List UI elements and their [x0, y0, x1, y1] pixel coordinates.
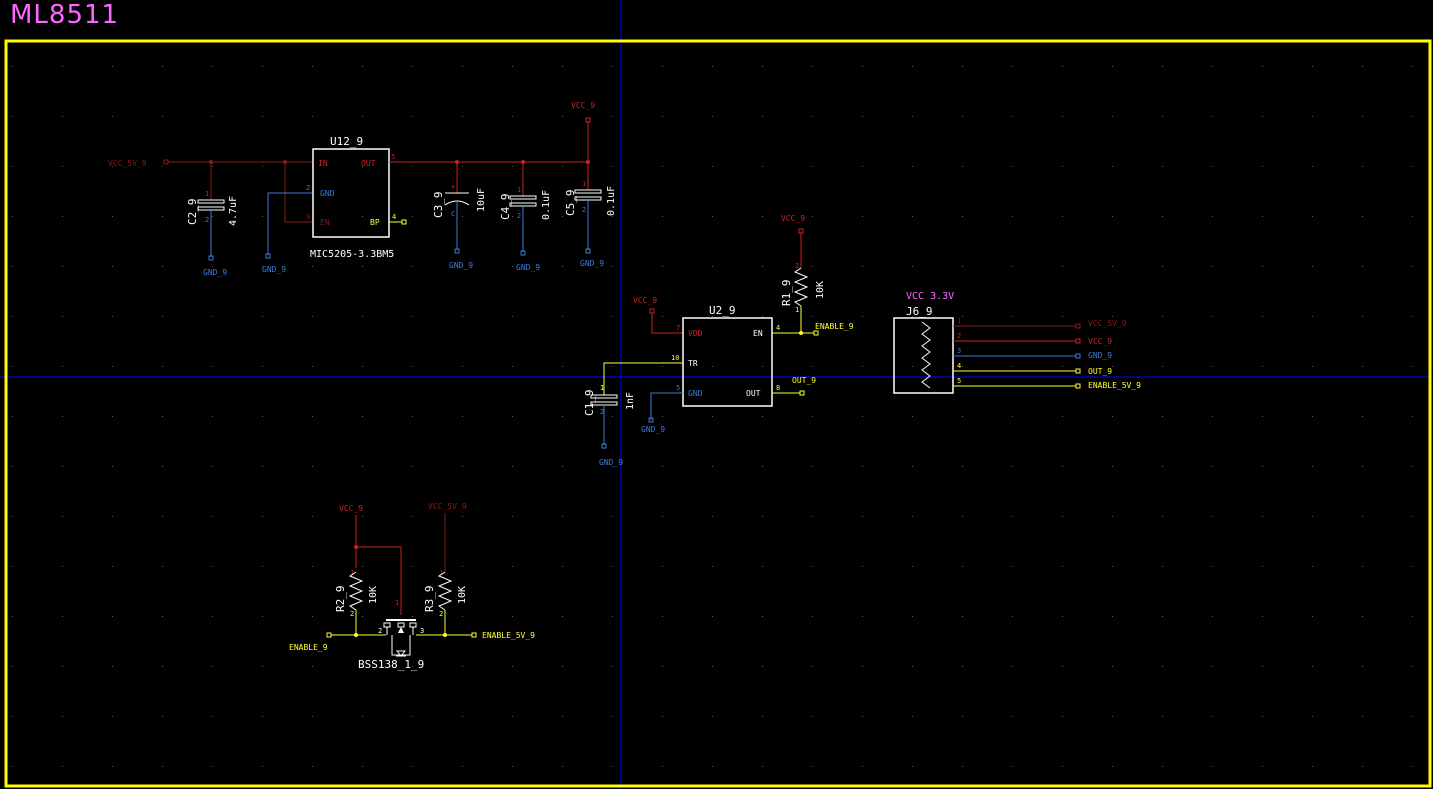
sensor-body[interactable] [682, 317, 773, 407]
svg-text:OUT: OUT [361, 159, 376, 168]
svg-text:2: 2 [582, 206, 586, 214]
svg-text:+: + [451, 183, 455, 191]
svg-text:5: 5 [957, 377, 961, 385]
svg-text:1: 1 [439, 569, 443, 577]
svg-text:VDD: VDD [688, 329, 703, 338]
svg-text:2: 2 [795, 262, 799, 270]
sheet-title: ML8511 [10, 0, 120, 30]
svg-text:1: 1 [517, 186, 521, 194]
regulator-body[interactable] [312, 148, 390, 238]
sensor-ref: U2_9 [709, 304, 736, 317]
svg-text:1: 1 [205, 190, 209, 198]
net-label-vcc5-in: VCC_5V_9 [108, 159, 147, 168]
svg-text:GND_9: GND_9 [449, 261, 473, 270]
c3-ref: C3_9 [432, 192, 445, 219]
r1-value: 10K [815, 281, 826, 299]
svg-text:4: 4 [957, 362, 961, 370]
svg-text:VCC_9: VCC_9 [633, 296, 657, 305]
svg-text:TR: TR [688, 359, 698, 368]
c2-value: 4.7uF [228, 196, 239, 226]
svg-text:OUT_9: OUT_9 [792, 376, 816, 385]
sheet-frame [4, 39, 1432, 788]
svg-text:1: 1 [957, 317, 961, 325]
svg-text:3: 3 [957, 347, 961, 355]
svg-text:2: 2 [350, 610, 354, 618]
connector-ref: J6_9 [906, 305, 933, 318]
svg-text:VCC_5V_9: VCC_5V_9 [428, 502, 467, 511]
svg-text:GND_9: GND_9 [203, 268, 227, 277]
c5-value: 0.1uF [606, 186, 617, 216]
c4-value: 0.1uF [541, 190, 552, 220]
svg-text:VCC_9: VCC_9 [339, 504, 363, 513]
c4-ref: C4_9 [499, 194, 512, 221]
svg-text:GND_9: GND_9 [1088, 351, 1112, 360]
sensor-block[interactable]: VCC_9 7 U2_9 VDD EN TR GND OUT 10 1 2 C1… [583, 214, 854, 467]
svg-text:GND_9: GND_9 [599, 458, 623, 467]
regulator-block[interactable]: VCC_5V_9 1 2 C2_9 4.7uF GND_9 GND_9 U12_… [108, 101, 617, 277]
svg-text:ENABLE_9: ENABLE_9 [289, 643, 328, 652]
regulator-part: MIC5205-3.3BM5 [310, 249, 394, 260]
svg-text:GND: GND [688, 389, 703, 398]
svg-text:ENABLE_5V_9: ENABLE_5V_9 [482, 631, 535, 640]
c5-ref: C5_9 [564, 190, 577, 217]
c2-ref: C2_9 [186, 199, 199, 226]
svg-text:2: 2 [517, 212, 521, 220]
svg-text:2: 2 [306, 184, 310, 192]
svg-text:VCC_5V_9: VCC_5V_9 [1088, 319, 1127, 328]
svg-text:2: 2 [205, 216, 209, 224]
svg-text:EN: EN [753, 329, 763, 338]
svg-text:GND: GND [320, 189, 335, 198]
svg-text:7: 7 [676, 324, 680, 332]
r2-value: 10K [368, 586, 379, 604]
c1-ref: C1_9 [583, 390, 596, 417]
svg-text:GND_9: GND_9 [641, 425, 665, 434]
svg-text:8: 8 [776, 384, 780, 392]
svg-text:1: 1 [600, 384, 604, 392]
svg-text:VCC_9: VCC_9 [781, 214, 805, 223]
svg-text:5: 5 [676, 384, 680, 392]
svg-text:2: 2 [600, 408, 604, 416]
r2-ref: R2_9 [334, 586, 347, 613]
c3-value: 10uF [476, 188, 487, 212]
svg-text:10: 10 [671, 354, 679, 362]
level-shifter-block[interactable]: VCC_9 1 2 R2_9 10K VCC_5V_9 1 2 R3_9 10K… [289, 502, 535, 671]
svg-text:IN: IN [318, 159, 328, 168]
svg-text:OUT_9: OUT_9 [1088, 367, 1112, 376]
r3-ref: R3_9 [423, 586, 436, 613]
svg-text:1: 1 [350, 569, 354, 577]
svg-text:GND_9: GND_9 [516, 263, 540, 272]
svg-text:VCC_9: VCC_9 [571, 101, 595, 110]
svg-text:4: 4 [776, 324, 780, 332]
svg-text:4: 4 [392, 213, 396, 221]
svg-text:3: 3 [420, 627, 424, 635]
c1-value: 1nF [625, 392, 636, 410]
r3-value: 10K [457, 586, 468, 604]
svg-text:BP: BP [370, 218, 380, 227]
svg-text:GND_9: GND_9 [262, 265, 286, 274]
svg-text:2: 2 [378, 627, 382, 635]
svg-text:2: 2 [957, 332, 961, 340]
svg-text:C: C [451, 210, 455, 218]
svg-text:5: 5 [391, 153, 395, 161]
svg-text:ENABLE_5V_9: ENABLE_5V_9 [1088, 381, 1141, 390]
svg-text:OUT: OUT [746, 389, 761, 398]
svg-text:1: 1 [795, 306, 799, 314]
connector-value: VCC 3.3V [906, 291, 954, 302]
svg-text:ENABLE_9: ENABLE_9 [815, 322, 854, 331]
connector-j6[interactable]: VCC 3.3V J6_9 1 VCC_5V_9 2 VCC_9 3 GND_9… [893, 291, 1141, 394]
svg-text:3: 3 [306, 213, 310, 221]
regulator-ref: U12_9 [330, 135, 363, 148]
svg-text:EN: EN [320, 218, 330, 227]
mosfet-ref: BSS138_1_9 [358, 658, 424, 671]
svg-text:VCC_9: VCC_9 [1088, 337, 1112, 346]
svg-text:GND_9: GND_9 [580, 259, 604, 268]
r1-ref: R1_9 [780, 280, 793, 307]
svg-text:1: 1 [582, 180, 586, 188]
svg-text:1: 1 [395, 599, 399, 607]
svg-text:2: 2 [439, 610, 443, 618]
